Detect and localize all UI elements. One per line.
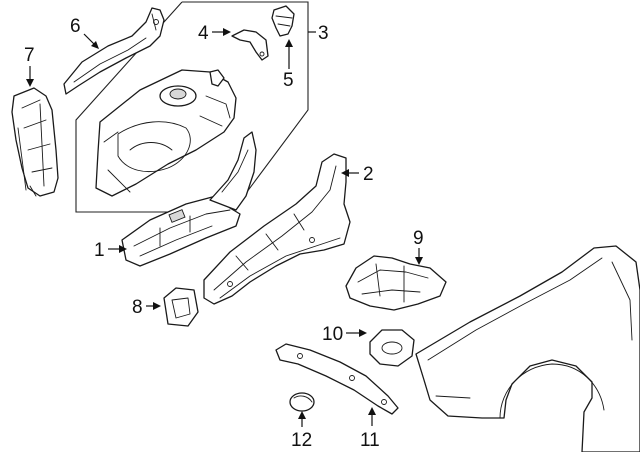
svg-text:6: 6 [70,16,81,37]
support-bracket [271,5,295,37]
svg-text:1: 1 [94,240,105,261]
retainer-clip [369,329,415,367]
upper-rail-reinforcement [63,7,165,95]
svg-text:11: 11 [360,430,380,451]
callout-5: 5 [283,39,294,91]
svg-text:3: 3 [318,23,329,44]
callout-2: 2 [341,164,374,185]
lower-frame-rail [121,195,241,267]
fender-brace [275,343,399,415]
splash-shield [345,255,447,311]
svg-text:8: 8 [132,297,143,318]
callout-7: 7 [24,45,35,87]
callout-10: 10 [322,324,367,345]
svg-text:7: 7 [24,45,35,66]
wheelhouse-apron [95,69,237,197]
svg-text:12: 12 [291,430,312,451]
callout-8: 8 [132,297,161,318]
front-fender [415,245,640,452]
callout-6: 6 [70,16,99,49]
svg-text:5: 5 [283,70,294,91]
callout-11: 11 [360,407,380,451]
seal-pad [163,287,199,327]
svg-text:9: 9 [413,228,424,249]
inner-fender-panel [203,153,351,305]
callout-12: 12 [291,411,312,451]
pillar-bracket [11,87,59,197]
callout-4: 4 [198,23,231,44]
body-plug [289,392,315,412]
callout-1: 1 [94,240,127,261]
svg-text:10: 10 [322,324,343,345]
callout-3: 3 [308,23,329,44]
callout-9: 9 [413,228,424,265]
strut-bracket [231,29,269,61]
svg-text:2: 2 [363,164,374,185]
svg-text:4: 4 [198,23,209,44]
apron-extension [209,131,257,211]
